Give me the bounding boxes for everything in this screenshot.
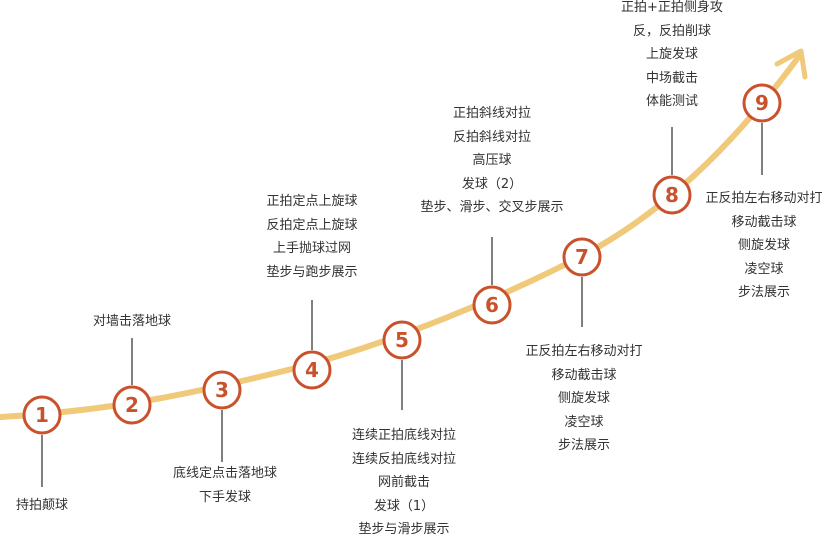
stage-node-2: 2 [112,385,152,425]
stage-circle-2 [112,385,152,425]
stage-number-2: 2 [125,393,139,417]
stage-number-4: 4 [305,358,319,382]
stage-item: 侧旋发球 [738,238,791,253]
stage-item: 正拍定点上旋球 [266,194,358,209]
stage-number-8: 8 [665,183,679,207]
stage-item: 步法展示 [558,438,611,453]
stage-node-1: 1 [22,395,62,435]
stage-1-items: 持拍颠球 [16,494,68,518]
stage-item: 发球（1） [373,498,435,514]
stage-node-7: 7 [562,237,602,277]
stage-item: 垫步、滑步、交叉步展示 [420,200,564,215]
stage-item: 反拍定点上旋球 [266,217,358,233]
stage-node-8: 8 [652,175,692,215]
stage-node-6: 6 [472,285,512,325]
stage-circle-4 [292,350,332,390]
stage-item: 步法展示 [738,285,791,300]
stage-item: 凌空球 [564,414,604,430]
stage-9-items: 正反拍左右移动对打移动截击球侧旋发球凌空球步法展示 [706,187,823,305]
stage-item: 底线定点击落地球 [173,466,278,481]
stage-number-6: 6 [485,293,499,317]
stage-item: 反，反拍削球 [632,23,711,39]
stage-number-9: 9 [755,91,769,115]
stage-item: 正拍+正拍侧身攻 [621,0,723,15]
stage-node-3: 3 [202,370,242,410]
stage-3-items: 底线定点击落地球下手发球 [173,462,277,509]
stage-item: 下手发球 [199,489,252,505]
stage-circle-7 [562,237,602,277]
stage-number-5: 5 [395,328,409,352]
stage-circle-9 [742,83,782,123]
stage-7-items: 正反拍左右移动对打移动截击球侧旋发球凌空球步法展示 [526,340,643,458]
stage-item: 发球（2） [461,176,523,192]
stage-8-items: 正拍+正拍侧身攻反，反拍削球上旋发球中场截击体能测试 [621,0,723,114]
stage-item: 垫步与跑步展示 [266,264,358,280]
stage-item: 正反拍左右移动对打 [705,191,823,206]
stage-item: 连续反拍底线对拉 [352,451,457,467]
stage-item: 反拍斜线对拉 [453,129,532,145]
stage-circle-6 [472,285,512,325]
stage-4-items: 正拍定点上旋球反拍定点上旋球上手抛球过网垫步与跑步展示 [267,190,358,284]
stage-item: 中场截击 [645,70,698,86]
stage-circle-8 [652,175,692,215]
stage-item: 移动截击球 [551,367,617,383]
stage-node-4: 4 [292,350,332,390]
stage-item: 垫步与滑步展示 [358,522,450,537]
stage-item: 体能测试 [645,94,698,109]
stage-item: 移动截击球 [731,214,797,230]
stage-item: 正反拍左右移动对打 [525,344,643,359]
progress-curve [0,52,803,420]
stage-item: 连续正拍底线对拉 [352,428,457,443]
stage-item: 高压球 [472,153,512,168]
stage-2-items: 对墙击落地球 [93,310,171,334]
arrow-head-icon [774,48,808,80]
stage-item: 持拍颠球 [16,498,69,513]
stage-item: 正拍斜线对拉 [453,106,532,121]
stage-number-3: 3 [215,378,229,402]
stage-item: 上旋发球 [645,47,698,62]
stage-5-items: 连续正拍底线对拉连续反拍底线对拉网前截击发球（1） 垫步与滑步展示 [352,424,456,542]
stage-node-5: 5 [382,320,422,360]
stage-item: 上手抛球过网 [273,241,352,256]
stage-item: 对墙击落地球 [93,314,172,329]
stage-node-9: 9 [742,83,782,123]
stage-item: 网前截击 [378,475,431,490]
stage-6-items: 正拍斜线对拉反拍斜线对拉高压球发球（2） 垫步、滑步、交叉步展示 [421,102,564,220]
stage-circle-3 [202,370,242,410]
stage-number-1: 1 [35,403,49,427]
stage-circle-1 [22,395,62,435]
stage-circle-5 [382,320,422,360]
stage-number-7: 7 [575,245,589,269]
stage-item: 侧旋发球 [558,391,611,406]
stage-item: 凌空球 [744,261,784,277]
